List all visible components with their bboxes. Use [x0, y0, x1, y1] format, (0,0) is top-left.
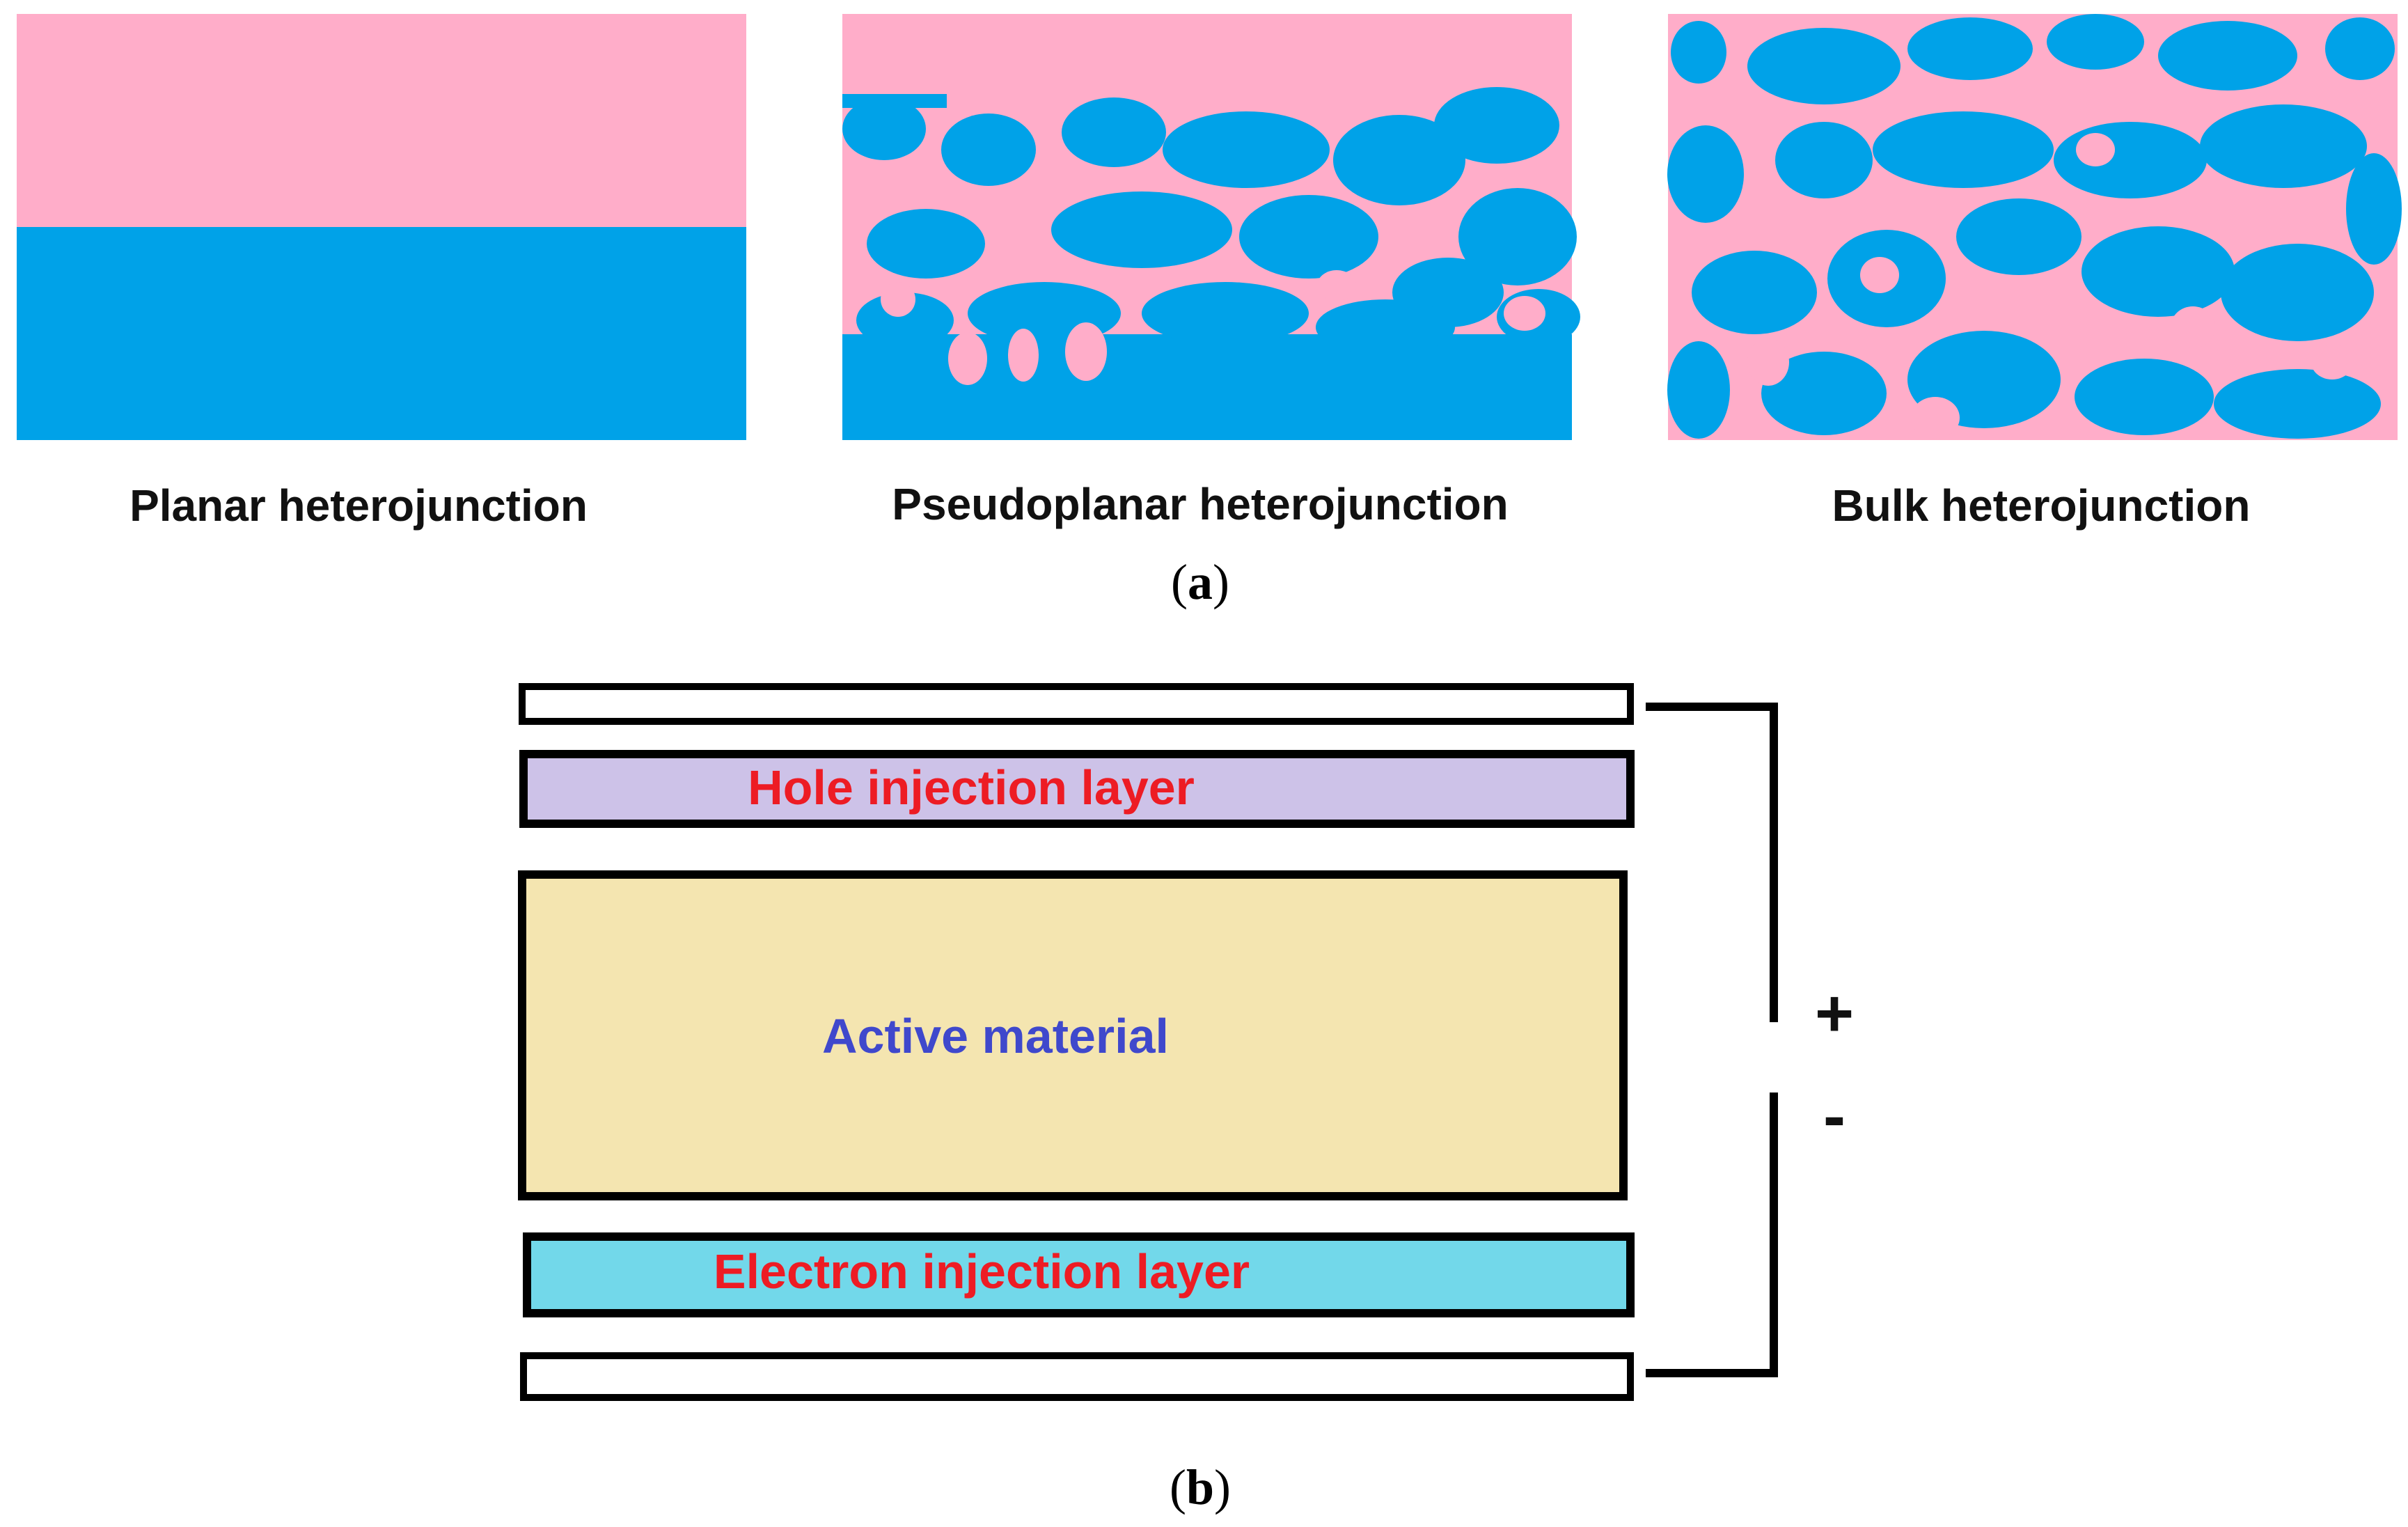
- pseudoplanar-domain: [1239, 195, 1378, 279]
- pseudoplanar-inclusion: [1008, 329, 1039, 382]
- panel-b-caption-letter: b: [1186, 1459, 1214, 1515]
- pseudoplanar-inclusion: [1065, 322, 1107, 381]
- pseudoplanar-acceptor-domains: [842, 87, 1580, 440]
- bulk-domain: [2221, 244, 2374, 341]
- bulk-domain: [1775, 122, 1873, 198]
- pseudoplanar-inclusion: [881, 282, 915, 317]
- bulk-inclusion: [1911, 397, 1960, 439]
- pseudoplanar-domain: [856, 292, 954, 348]
- planar-heterojunction-label: Planar heterojunction: [129, 480, 588, 531]
- positive-terminal-sign: +: [1815, 976, 1854, 1051]
- planar-heterojunction-image: [17, 14, 746, 440]
- bottom-electrode: [520, 1352, 1634, 1401]
- bulk-donor-inclusions: [1747, 133, 2353, 439]
- electron-injection-layer: [523, 1232, 1635, 1317]
- bulk-domain: [1747, 28, 1901, 104]
- bulk-domain: [1873, 111, 2054, 188]
- bulk-domain: [1956, 198, 2082, 275]
- planar-acceptor-layer: [17, 227, 746, 440]
- panel-a: Planar heterojunction Pseudoplanar heter…: [17, 14, 2402, 610]
- bulk-inclusion: [2076, 133, 2115, 166]
- bulk-domain: [1907, 17, 2033, 80]
- panel-b-caption: (b): [1170, 1459, 1231, 1515]
- bulk-domain: [1667, 125, 1744, 223]
- panel-b: Hole injection layer Active material Ele…: [518, 683, 1854, 1515]
- pseudoplanar-domain: [1316, 299, 1455, 355]
- bulk-heterojunction-label: Bulk heterojunction: [1832, 480, 2251, 531]
- bulk-domain: [1671, 21, 1726, 84]
- pseudoplanar-inclusion: [1504, 296, 1545, 331]
- pseudoplanar-domain: [1333, 115, 1465, 205]
- active-material-layer: [518, 870, 1628, 1200]
- bulk-acceptor-domains: [1667, 14, 2402, 439]
- pseudoplanar-domain: [1051, 191, 1232, 268]
- pseudoplanar-domain: [1434, 87, 1559, 164]
- pseudoplanar-domain: [941, 113, 1036, 186]
- pseudoplanar-inclusion: [1317, 270, 1356, 301]
- bulk-inclusion: [1860, 257, 1899, 293]
- bottom-wire: [1646, 1093, 1778, 1377]
- bulk-domain: [2054, 122, 2207, 198]
- bulk-domain: [2346, 153, 2402, 265]
- pseudoplanar-domain: [842, 97, 926, 160]
- planar-donor-layer: [17, 14, 746, 227]
- bulk-domain: [2075, 359, 2214, 435]
- bulk-domain: [2200, 104, 2367, 188]
- pseudoplanar-donor-inclusions: [881, 270, 1545, 385]
- bulk-domain: [1692, 251, 1817, 334]
- bulk-domain: [2214, 369, 2381, 439]
- bulk-domain: [1667, 341, 1730, 439]
- pseudoplanar-domain: [1163, 111, 1330, 188]
- bulk-domain: [2158, 21, 2297, 91]
- pseudoplanar-domain: [867, 209, 985, 279]
- panel-a-caption-letter: a: [1188, 554, 1213, 610]
- pseudoplanar-domain: [1458, 188, 1577, 285]
- bulk-domain: [2082, 226, 2235, 317]
- bulk-inclusion: [2311, 345, 2353, 379]
- top-electrode: [519, 683, 1634, 725]
- bulk-domain: [1761, 352, 1887, 435]
- bulk-heterojunction-image: [1667, 14, 2402, 440]
- panel-a-caption: (a): [1171, 554, 1229, 610]
- pseudoplanar-domain: [1142, 282, 1309, 345]
- hole-injection-layer-label: Hole injection layer: [748, 760, 1195, 815]
- bulk-inclusion: [2171, 306, 2215, 348]
- bulk-domain: [2047, 14, 2144, 70]
- circuit-wires: [1646, 703, 1778, 1377]
- negative-terminal-sign: -: [1823, 1079, 1846, 1153]
- pseudoplanar-inclusion: [948, 332, 987, 385]
- top-wire: [1646, 703, 1778, 1022]
- pseudoplanar-heterojunction-label: Pseudoplanar heterojunction: [892, 479, 1508, 529]
- hole-injection-layer: [519, 750, 1635, 828]
- electron-injection-layer-label: Electron injection layer: [714, 1244, 1250, 1299]
- active-material-label: Active material: [822, 1009, 1169, 1063]
- pseudoplanar-domain: [1062, 97, 1166, 167]
- bulk-inclusion: [1747, 338, 1789, 386]
- pseudoplanar-heterojunction-image: [842, 14, 1580, 440]
- bulk-domain: [2325, 17, 2395, 80]
